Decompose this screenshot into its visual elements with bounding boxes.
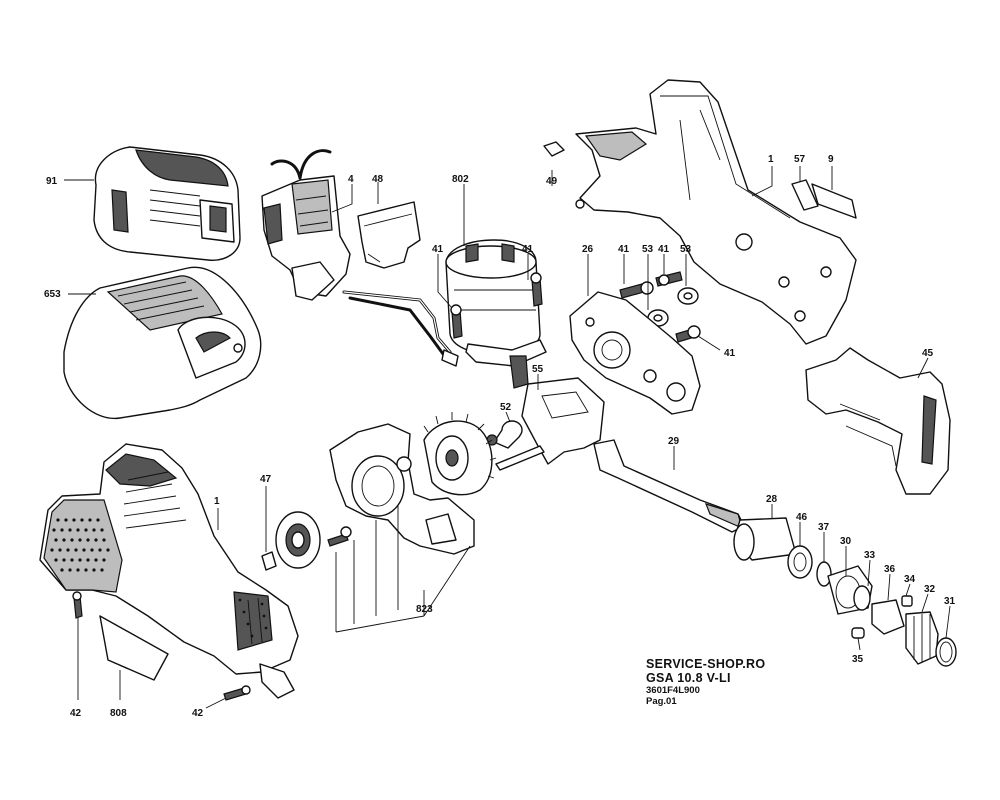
gear-assembly-part — [329, 412, 497, 555]
callout-57: 57 — [794, 154, 806, 165]
callout-47: 47 — [260, 474, 272, 485]
callout-53: 53 — [642, 244, 654, 255]
callout-33: 33 — [864, 550, 876, 561]
clamp-rings-part — [787, 545, 957, 667]
sleeve-part — [733, 517, 797, 561]
label-808-part — [99, 615, 169, 681]
callout-46: 46 — [796, 512, 808, 523]
callout-41: 41 — [432, 244, 444, 255]
charger-part — [63, 266, 262, 420]
callout-48: 48 — [372, 174, 384, 185]
callout-823: 823 — [416, 604, 433, 615]
shop-name: SERVICE-SHOP.RO — [646, 657, 766, 671]
callout-26: 26 — [582, 244, 594, 255]
callout-42: 42 — [192, 708, 204, 719]
housing-screws-part — [72, 591, 251, 701]
blade-lever-part — [805, 347, 951, 495]
callout-653: 653 — [44, 289, 61, 300]
callout-802: 802 — [452, 174, 469, 185]
washers-part — [647, 287, 699, 327]
bearing-part — [261, 511, 352, 571]
callout-45: 45 — [922, 348, 934, 359]
title-block: SERVICE-SHOP.RO GSA 10.8 V-LI 3601F4L900… — [646, 657, 765, 707]
callout-41: 41 — [618, 244, 630, 255]
callout-91: 91 — [46, 176, 58, 187]
callout-1: 1 — [768, 154, 774, 165]
callout-37: 37 — [818, 522, 830, 533]
clip-part — [543, 141, 565, 157]
plunger-part — [593, 439, 745, 533]
callout-1: 1 — [214, 496, 220, 507]
leader-lines — [64, 166, 951, 709]
bushing-part — [486, 420, 545, 471]
callout-32: 32 — [924, 584, 936, 595]
callout-53: 53 — [680, 244, 692, 255]
callout-55: 55 — [532, 364, 544, 375]
callout-29: 29 — [668, 436, 680, 447]
callout-49: 49 — [546, 176, 558, 187]
callout-36: 36 — [884, 564, 896, 575]
switch-cover-part — [357, 201, 421, 269]
motor-screws-part — [450, 271, 701, 343]
motor-part — [445, 239, 547, 389]
callout-35: 35 — [852, 654, 864, 665]
callout-41: 41 — [658, 244, 670, 255]
callout-41: 41 — [724, 348, 736, 359]
gear-housing-part — [569, 291, 701, 415]
housing-shell-right-part — [575, 79, 857, 345]
callout-34: 34 — [904, 574, 916, 585]
callout-28: 28 — [766, 494, 778, 505]
callout-808: 808 — [110, 708, 127, 719]
guide-block-part — [521, 377, 605, 465]
switch-module-part — [261, 149, 459, 367]
labels-part — [791, 179, 857, 219]
part-number: 3601F4L900 — [646, 685, 700, 696]
page-number: Pag.01 — [646, 696, 677, 707]
grip-texture — [50, 518, 268, 638]
callout-31: 31 — [944, 596, 956, 607]
callout-41: 41 — [522, 244, 534, 255]
battery-pack-part — [93, 146, 241, 261]
part-callouts: 91 653 4 48 802 41 41 26 41 53 41 53 41 … — [44, 154, 956, 719]
callout-52: 52 — [500, 402, 512, 413]
model-name: GSA 10.8 V-LI — [646, 671, 731, 685]
callout-9: 9 — [828, 154, 834, 165]
callout-42: 42 — [70, 708, 82, 719]
callout-30: 30 — [840, 536, 852, 547]
callout-4: 4 — [348, 174, 354, 185]
